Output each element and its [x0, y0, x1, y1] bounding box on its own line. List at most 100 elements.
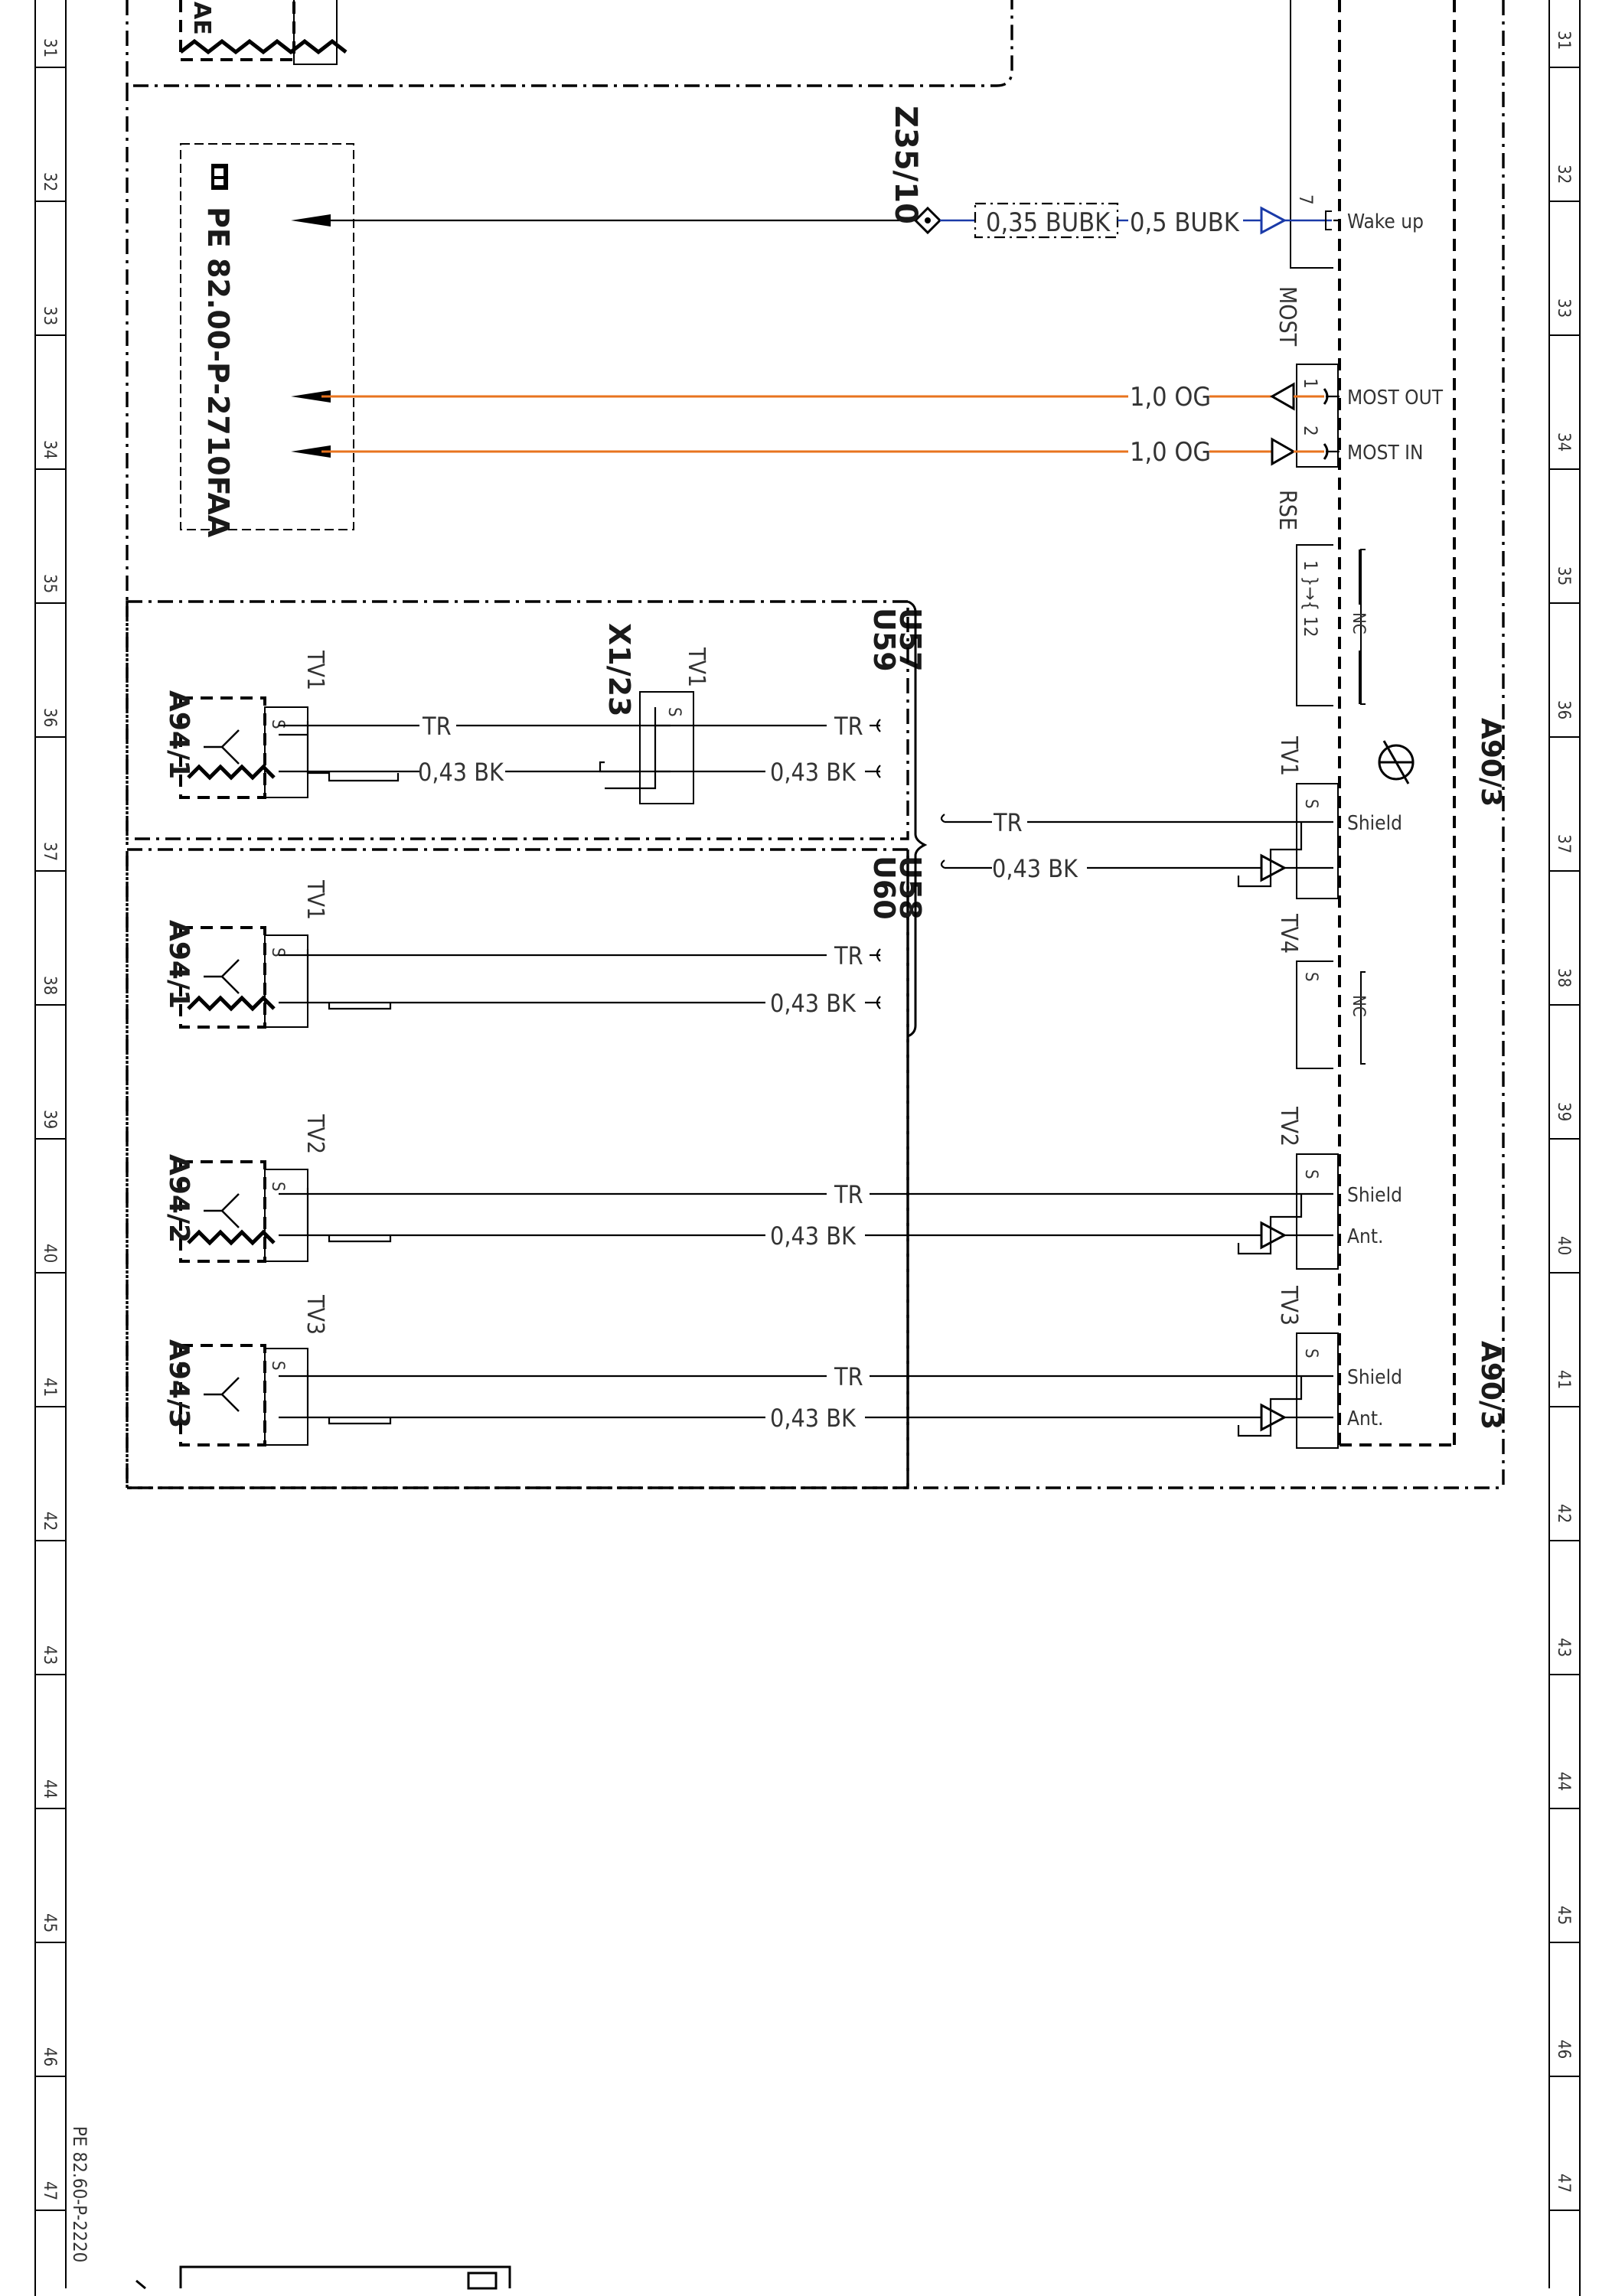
antenna-icon [204, 959, 240, 994]
wake-up-line: 0,35 BUBK 0,5 BUBK [291, 202, 1340, 239]
most-connector-housing [1296, 364, 1339, 468]
ruler-label: 34 [40, 440, 59, 459]
top-component-fragment: AE [126, 0, 1013, 87]
antenna-icon [204, 729, 240, 765]
ruler-label: 47 [40, 2181, 59, 2200]
pin-s-label: S [268, 719, 287, 729]
wire-label-wake-b: 0,5 BUBK [1130, 207, 1240, 238]
tv2-label: TV2 [302, 1114, 328, 1154]
ruler-label: 32 [40, 172, 59, 191]
hand-pointer-icon [211, 164, 228, 190]
ruler-label: 46 [40, 2047, 59, 2066]
ruler-label: 46 [1554, 2040, 1573, 2059]
connector-x1-23: S TV1 X1/23 [599, 623, 710, 804]
title-box-fragment [135, 2265, 511, 2290]
pin-s-label: S [268, 1361, 287, 1371]
ruler-label: 44 [1554, 1772, 1573, 1791]
ruler-label: 31 [40, 38, 59, 57]
ruler-label: 36 [40, 708, 59, 727]
tv2-label: TV2 [1275, 1106, 1302, 1146]
variant-box-u57-u59 [126, 600, 909, 840]
ruler-ticks [35, 67, 1580, 2211]
wire-label-tr: TR [834, 1180, 863, 1209]
antenna-amplifier-a94-1-upper: S TV1 A94/1 [163, 650, 328, 799]
pin-s-label: S [1301, 1349, 1320, 1358]
ruler-label: 37 [40, 842, 59, 861]
wire-label-tr: TR [834, 1362, 863, 1391]
wire-label-tr: TR [993, 808, 1023, 837]
ruler-label: 41 [1554, 1370, 1573, 1389]
variant-label-u58: U58 [893, 856, 927, 920]
most-out-line: 1,0 OG MOST OUT [291, 382, 1444, 413]
arrow-left-icon [291, 214, 331, 227]
connector-arrow-icon [1260, 206, 1287, 235]
left-ruler [34, 0, 67, 2296]
ruler-label: 40 [40, 1244, 59, 1263]
wire-label-bk: 0,43 BK [770, 1404, 857, 1433]
variant-brace [907, 600, 928, 1038]
most-out-pin-label: MOST OUT [1347, 386, 1444, 409]
ruler-label: 41 [40, 1378, 59, 1397]
rse-nc-bracket: NC [1349, 549, 1368, 705]
ruler-label: 39 [40, 1110, 59, 1129]
wire-label-tr: TR [834, 712, 863, 741]
ruler-label: 36 [1554, 700, 1573, 719]
ruler-label: 44 [40, 1779, 59, 1799]
antenna-icon [204, 1377, 240, 1412]
tv1-label: TV1 [683, 647, 710, 687]
ruler-label: 40 [1554, 1236, 1573, 1255]
pin-s-label: S [1301, 1169, 1320, 1179]
tv1-label: TV1 [302, 650, 328, 690]
amplifier-label: A94/2 [163, 1154, 194, 1243]
rse-connector-housing [1296, 544, 1333, 706]
wire-label-most-out: 1,0 OG [1130, 382, 1211, 413]
ruler-label: 43 [1554, 1638, 1573, 1657]
variant-label-u57: U57 [893, 608, 927, 672]
ruler-label: 35 [1554, 566, 1573, 585]
tv1-pair-to-a90: TR 0,43 BK S TV1 Shield [940, 735, 1402, 899]
tv3-label: TV3 [1275, 1285, 1302, 1326]
ruler-label: 35 [40, 574, 59, 593]
reference-text: PE 82.00-P-2710FAA [201, 207, 235, 538]
ruler-label: 42 [40, 1512, 59, 1531]
pin-s-label: S [1301, 972, 1320, 982]
tv4-label: TV4 [1275, 913, 1302, 954]
tv1-label: TV1 [1275, 735, 1302, 776]
connector-label: X1/23 [602, 623, 636, 717]
ruler-label: 31 [1554, 31, 1573, 50]
rse-connector-label: RSE [1274, 490, 1300, 530]
pin-s-label: S [664, 707, 684, 717]
antenna-amplifier-a94-1-lower: S TV1 A94/1 TR 0,43 BK [163, 879, 881, 1029]
connector-arrow-icon [1269, 382, 1295, 411]
ruler-label: 47 [1554, 2174, 1573, 2193]
ruler-label: 32 [1554, 165, 1573, 184]
pin-s-label: S [268, 1182, 287, 1192]
variant-label-u60: U60 [867, 856, 901, 920]
wire-label-tr: TR [834, 941, 863, 970]
ruler-label: 45 [1554, 1906, 1573, 1925]
wake-up-pin-label: Wake up [1347, 210, 1424, 233]
shield-pin-label: Shield [1347, 812, 1402, 835]
wire-label-bk: 0,43 BK [770, 989, 857, 1018]
ruler-label: 34 [1554, 432, 1573, 452]
antenna-icon [204, 1193, 240, 1228]
ruler-label: 37 [1554, 834, 1573, 853]
ruler-label: 43 [40, 1645, 59, 1665]
ruler-label: 38 [40, 976, 59, 995]
rse-pin-range: 1 }→{ 12 [1300, 560, 1321, 637]
nc-label: NC [1349, 612, 1368, 634]
ruler-label: 42 [1554, 1504, 1573, 1523]
a90-label-top: A90/3 [1475, 718, 1506, 807]
right-ruler [1548, 0, 1581, 2296]
variant-box-u58-u60 [126, 848, 909, 1489]
amplifier-label: A94/1 [163, 690, 194, 779]
antenna-symbol-icon [1378, 740, 1415, 784]
connector-arrow-icon [1271, 437, 1297, 466]
antenna-amplifier-a94-3: S TV3 A94/3 TR 0,43 BK S TV3 Shield Ant. [163, 1285, 1402, 1449]
ant-pin-label: Ant. [1347, 1407, 1383, 1430]
wire-label-tr: TR [422, 712, 452, 741]
most-pin-2: 2 [1300, 426, 1321, 436]
wire-label-wake-a: 0,35 BUBK [986, 207, 1111, 238]
ruler-label: 33 [40, 306, 59, 325]
